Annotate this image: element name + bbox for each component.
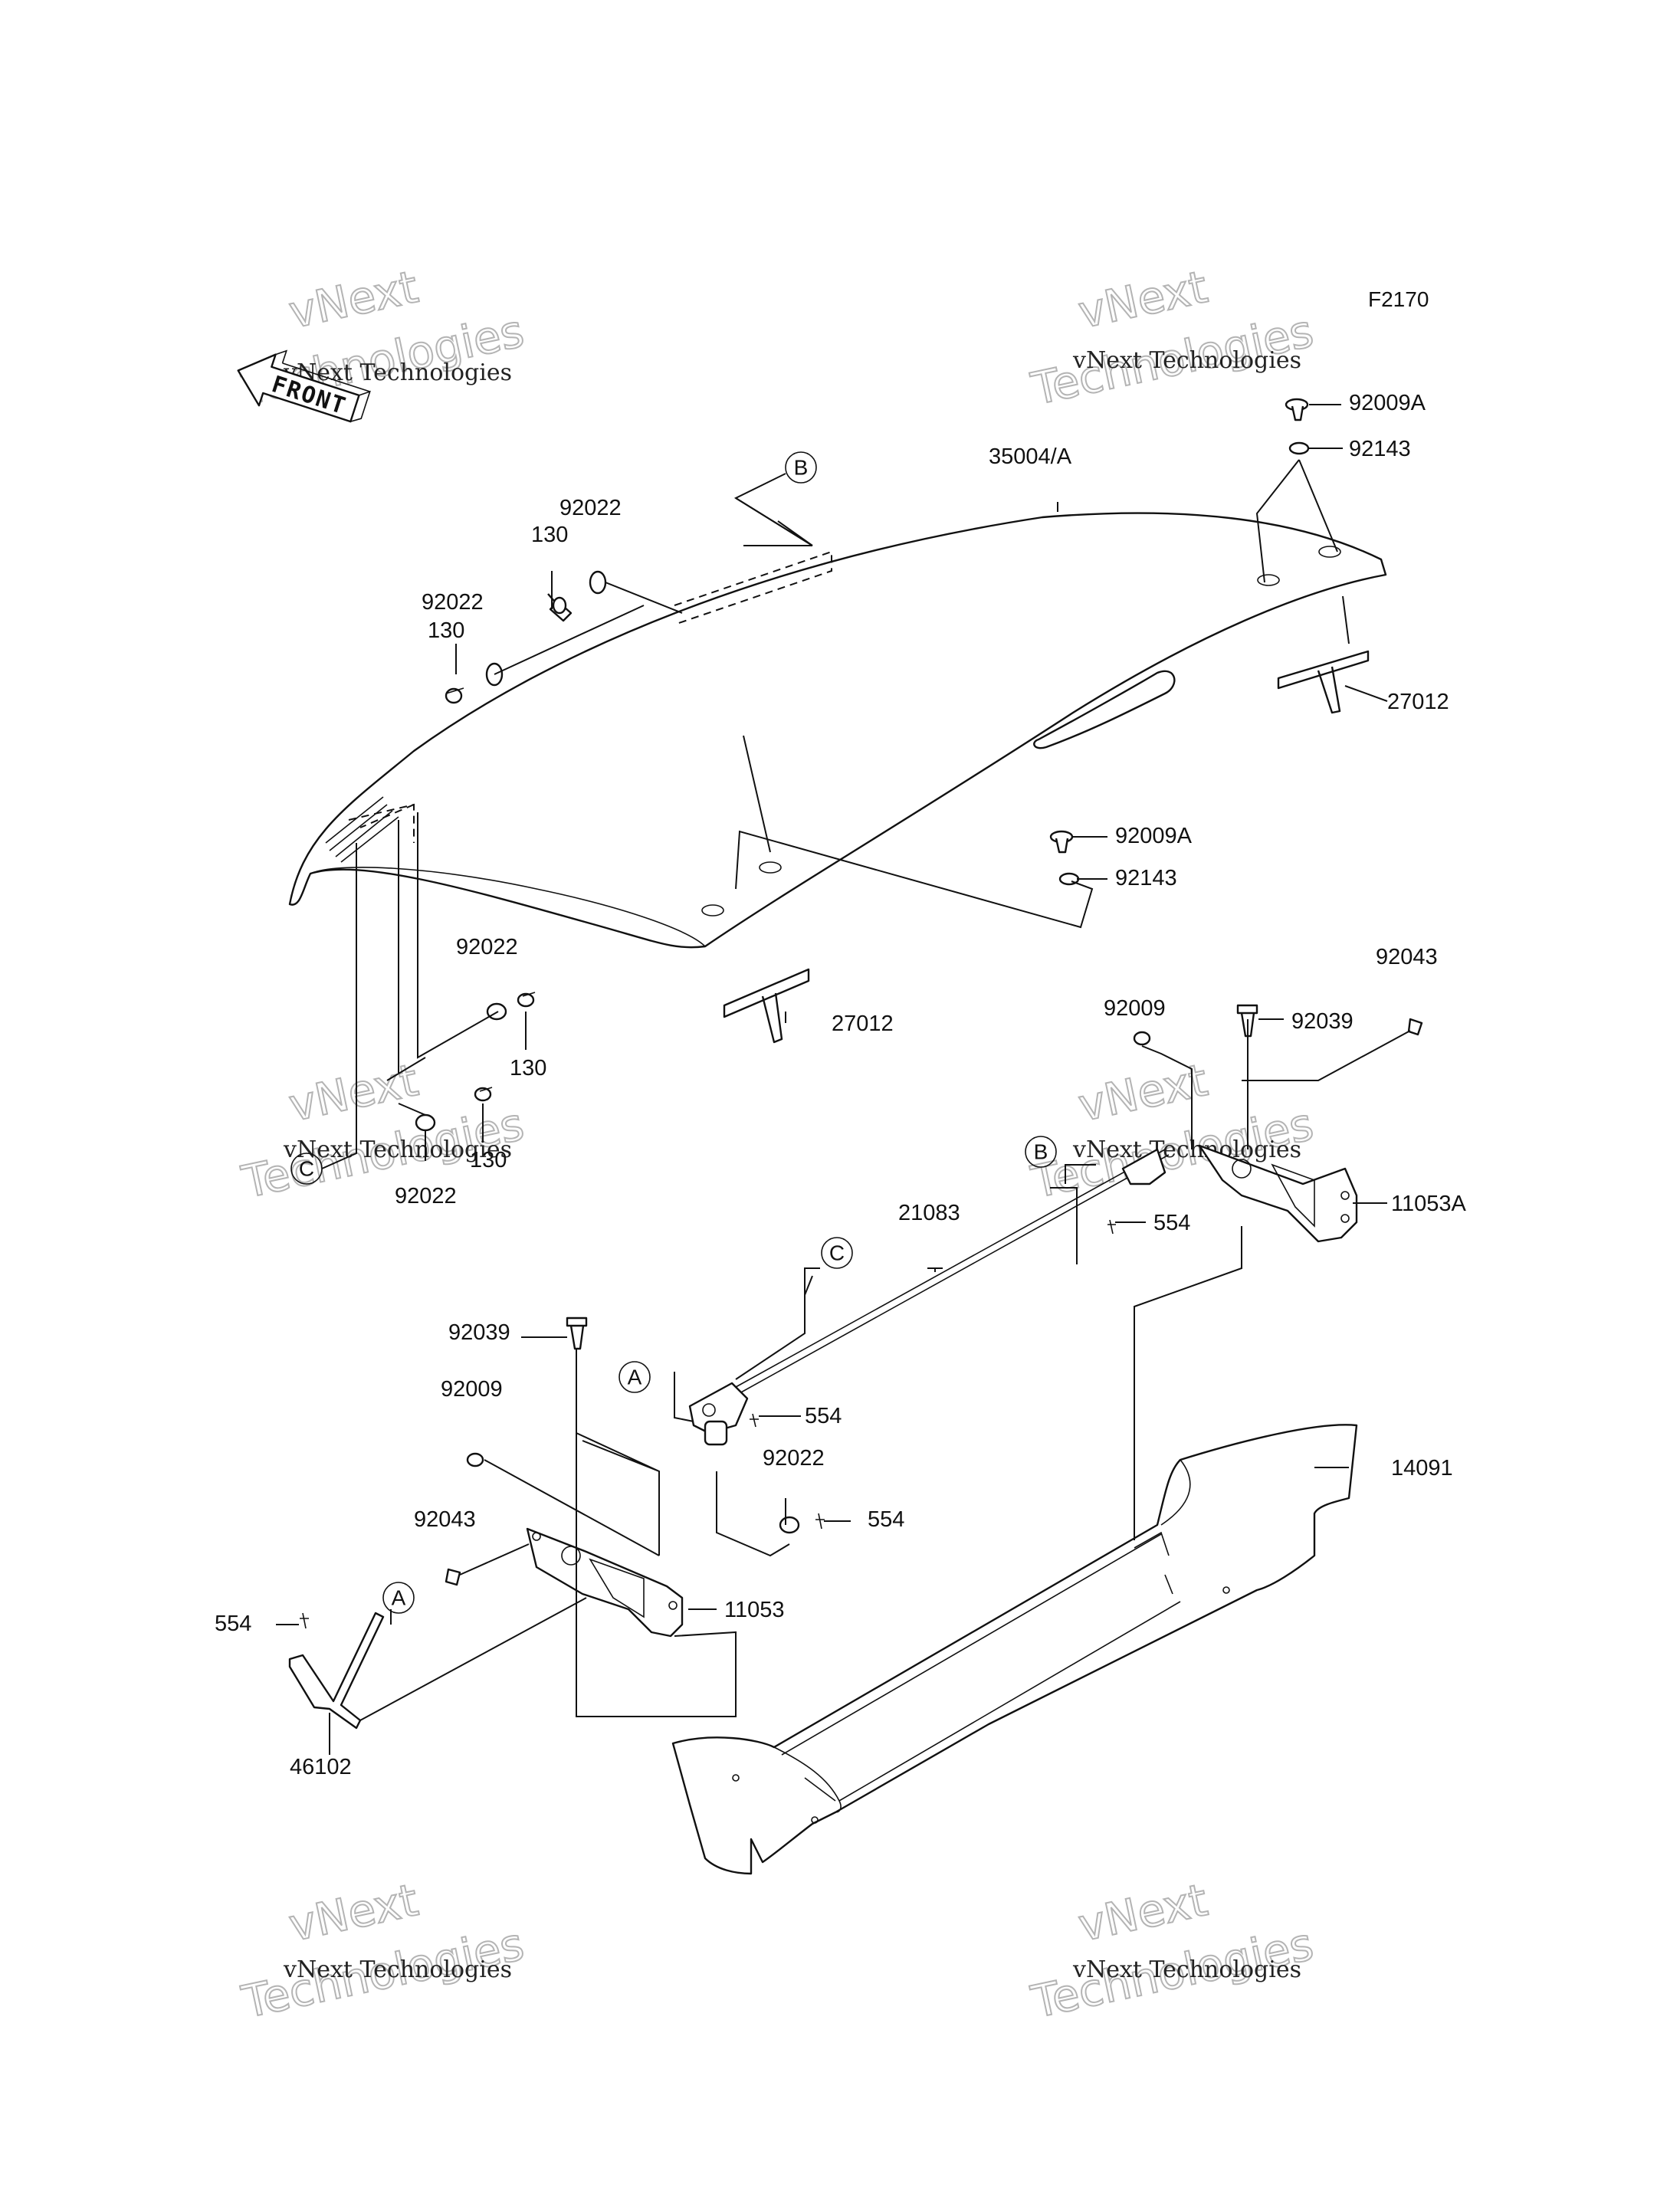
washer-icon (415, 1113, 436, 1132)
cotter-pin-icon (750, 1413, 759, 1428)
part-label: 11053 (724, 1598, 785, 1622)
part-label: 554 (215, 1612, 251, 1636)
part-label: 14091 (1391, 1456, 1453, 1481)
part-label: 92043 (414, 1507, 476, 1532)
part-label: 21083 (898, 1201, 960, 1225)
bolt-icon (445, 687, 464, 704)
watermark-text: vNext Technologies (1072, 347, 1301, 374)
part-label: 92143 (1115, 866, 1177, 890)
cotter-pin-icon (815, 1513, 825, 1530)
callout-letter: A (392, 1586, 406, 1610)
push-rivet-icon (566, 1317, 588, 1350)
watermark-bottom-right: vNext Technologies (1026, 1873, 1319, 2029)
foot-panel (671, 1424, 1358, 1875)
callout-A-left: A (382, 1582, 415, 1614)
callout-letter: A (628, 1366, 642, 1389)
watermark-text: vNext Technologies (283, 1136, 512, 1163)
callout-letter: C (829, 1241, 845, 1265)
leader-lines (276, 404, 1411, 1755)
callout-C-mid: C (821, 1237, 853, 1269)
watermark-text: vNext Technologies (1072, 1136, 1301, 1163)
part-label: 92009 (441, 1377, 503, 1402)
callout-A-mid: A (619, 1361, 651, 1393)
bent-rod (288, 1612, 385, 1730)
watermark-brand-large: vNext (1074, 261, 1212, 339)
part-label: 554 (805, 1404, 842, 1428)
part-label: 92022 (422, 590, 484, 615)
part-label: 92022 (456, 935, 518, 959)
part-label: 35004/A (989, 444, 1072, 469)
callout-letter: B (794, 456, 809, 480)
screw-icon (445, 1568, 461, 1586)
watermark-text: vNext Technologies (283, 1956, 512, 1983)
part-label: 130 (428, 618, 464, 643)
watermark-brand-large: vNext (284, 261, 422, 339)
watermark-text: vNext Technologies (283, 359, 512, 386)
cotter-pin-icon (1107, 1219, 1116, 1235)
callout-letter: C (299, 1157, 314, 1181)
callout-letter: B (1034, 1140, 1048, 1164)
part-label: 130 (510, 1056, 546, 1080)
rod (688, 1148, 1170, 1446)
cotter-pin-icon (300, 1612, 309, 1629)
part-label: 92009 (1104, 996, 1166, 1021)
part-label: 46102 (290, 1755, 352, 1779)
part-label: 27012 (1387, 690, 1449, 714)
bracket-right (1198, 1144, 1358, 1243)
grommet-icon (1288, 441, 1310, 455)
part-label: 554 (868, 1507, 904, 1532)
washer-icon (589, 570, 607, 595)
watermark-brand-large: vNext (1074, 1874, 1212, 1952)
part-label: 92022 (559, 496, 622, 520)
bolt-icon (474, 1087, 493, 1102)
rivet-icon (1049, 830, 1074, 854)
bolt-icon (517, 992, 536, 1008)
part-label: 130 (531, 523, 568, 547)
seat-cover (288, 512, 1387, 949)
callout-B-top: B (733, 451, 817, 546)
watermark-brand-large: vNext (284, 1054, 422, 1132)
part-label: 92143 (1349, 437, 1411, 461)
screw-icon (466, 1452, 484, 1467)
screw-icon (1133, 1031, 1151, 1046)
callout-C-left: C (290, 1153, 323, 1185)
part-label: 92009A (1349, 391, 1426, 415)
part-label: 130 (470, 1148, 507, 1172)
part-labels: 35004/A 92009A 92143 27012 92009A 92143 … (215, 391, 1466, 1779)
clip-icon (723, 968, 810, 1044)
part-label: 27012 (832, 1012, 894, 1036)
watermark-top-right: vNext Technologies (1026, 260, 1319, 416)
part-label: 92022 (395, 1184, 457, 1208)
part-label: 92043 (1376, 945, 1438, 969)
rivet-icon (1285, 398, 1309, 421)
bracket-left (526, 1527, 684, 1638)
bolt-icon (547, 593, 573, 622)
part-label: 554 (1153, 1211, 1190, 1235)
watermark-text: vNext Technologies (1072, 1956, 1301, 1983)
part-label: 11053A (1391, 1192, 1466, 1216)
screw-icon (1407, 1018, 1423, 1036)
part-label: 92039 (448, 1320, 510, 1345)
figure-code: F2170 (1368, 287, 1429, 311)
washer-icon (779, 1516, 800, 1534)
watermark-bottom-left: vNext Technologies (237, 1873, 530, 2029)
watermark-brand-large: vNext (284, 1874, 422, 1952)
part-label: 92022 (763, 1446, 825, 1471)
callout-B-right: B (1025, 1136, 1057, 1168)
part-label: 92009A (1115, 824, 1193, 848)
clip-icon (1277, 650, 1370, 714)
part-label: 92039 (1291, 1009, 1354, 1034)
